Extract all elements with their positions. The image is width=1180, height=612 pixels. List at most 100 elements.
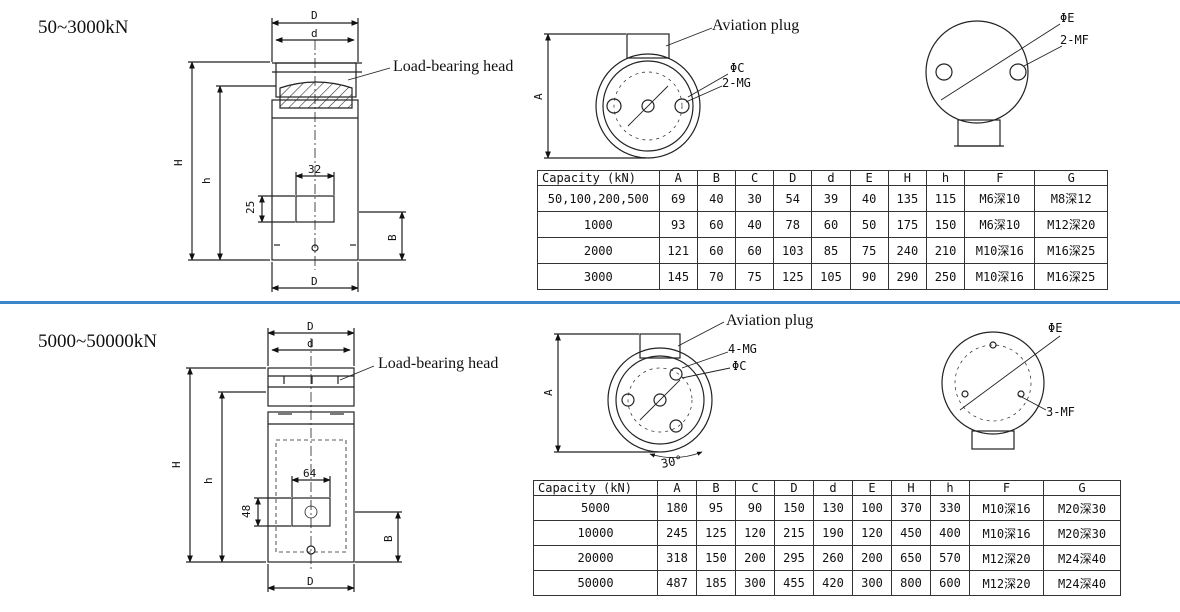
table-header-cell: h [930, 480, 970, 496]
table-cell: 800 [891, 570, 931, 596]
table-cell: M10深16 [964, 263, 1036, 290]
table-header-cell: D [774, 480, 814, 496]
label-mf-small: 2-MF [1060, 33, 1089, 47]
table-cell: 90 [849, 263, 889, 290]
table-header-cell: H [891, 480, 931, 496]
table-cell: M10深16 [969, 495, 1044, 521]
table-header-cell: B [696, 480, 736, 496]
table-cell: 103 [773, 237, 813, 264]
table-cell: 60 [696, 211, 737, 238]
table-header-cell: G [1034, 170, 1108, 186]
label-phi-c-small: ΦC [730, 61, 744, 75]
table-cell: M20深30 [1043, 520, 1121, 546]
dim-label-D-bottom: D [311, 275, 318, 288]
table-cell: 250 [925, 263, 966, 290]
dim-label-B: B [386, 234, 399, 241]
table-cell: 121 [658, 237, 698, 264]
table-cell: 370 [891, 495, 931, 521]
table-cell: 69 [658, 185, 698, 212]
table-cell: 200 [735, 545, 775, 571]
table-cell: 125 [773, 263, 813, 290]
table-cell: 420 [813, 570, 853, 596]
table-cell: M10深16 [964, 237, 1036, 264]
table-cell: 2000 [537, 237, 660, 264]
table-header-cell: E [849, 170, 889, 186]
table-cell: 125 [696, 520, 736, 546]
table-cell: 40 [696, 185, 737, 212]
label-aviation-plug-small: Aviation plug [712, 17, 799, 34]
table-cell: 50,100,200,500 [537, 185, 660, 212]
table-cell: 5000 [533, 495, 658, 521]
table-cell: 180 [657, 495, 697, 521]
table-header-cell: d [811, 170, 851, 186]
table-cell: 245 [657, 520, 697, 546]
label-phi-e-small: ΦE [1060, 11, 1074, 25]
table-header-cell: A [658, 170, 698, 186]
table-cell: 90 [735, 495, 775, 521]
table-cell: M16深25 [1034, 237, 1108, 264]
table-cell: 487 [657, 570, 697, 596]
plug-view-small [544, 27, 729, 159]
table-cell: 1000 [537, 211, 660, 238]
table-cell: 50 [849, 211, 889, 238]
table-cell: 300 [735, 570, 775, 596]
dim-label-d: d [311, 27, 318, 40]
table-cell: 40 [734, 211, 775, 238]
table-cell: 20000 [533, 545, 658, 571]
table-cell: M12深20 [969, 545, 1044, 571]
label-load-bearing-head-large: Load-bearing head [378, 355, 498, 372]
side-view-small [188, 18, 406, 292]
table-cell: M8深12 [1034, 185, 1108, 212]
table-cell: 75 [849, 237, 889, 264]
dim-label-25: 25 [244, 201, 257, 214]
table-cell: 10000 [533, 520, 658, 546]
table-cell: 115 [925, 185, 966, 212]
table-cell: 54 [773, 185, 813, 212]
label-mg-large: 4-MG [728, 342, 757, 356]
table-header-cell: Capacity (kN) [537, 170, 660, 186]
dim-label-48: 48 [240, 505, 253, 518]
label-load-bearing-head-small: Load-bearing head [393, 58, 513, 75]
table-cell: 175 [887, 211, 927, 238]
table-cell: 145 [658, 263, 698, 290]
table-cell: 120 [852, 520, 892, 546]
table-cell: 50000 [533, 570, 658, 596]
table-cell: 240 [887, 237, 927, 264]
dim-label-D-top-large: D [307, 320, 314, 333]
dim-label-B-large: B [382, 535, 395, 542]
table-cell: 300 [852, 570, 892, 596]
table-header-cell: C [735, 480, 775, 496]
dim-label-D-bottom-large: D [307, 575, 314, 588]
table-cell: 600 [930, 570, 970, 596]
dim-label-d-large: d [307, 337, 314, 350]
label-mf-large: 3-MF [1046, 405, 1075, 419]
table-cell: M20深30 [1043, 495, 1121, 521]
dim-label-A-small: A [532, 93, 545, 100]
table-cell: M12深20 [1034, 211, 1108, 238]
table-cell: 200 [852, 545, 892, 571]
table-cell: 60 [696, 237, 737, 264]
table-header-cell: E [852, 480, 892, 496]
table-cell: 215 [774, 520, 814, 546]
dim-label-H-large: H [170, 461, 183, 468]
table-header-cell: Capacity (kN) [533, 480, 658, 496]
table-cell: 330 [930, 495, 970, 521]
bottom-view-large [941, 331, 1061, 450]
table-cell: M24深40 [1043, 570, 1121, 596]
label-mg-small: 2-MG [722, 76, 751, 90]
dim-label-64: 64 [303, 467, 317, 480]
section-divider [0, 301, 1180, 304]
table-cell: 85 [811, 237, 851, 264]
table-cell: M10深16 [969, 520, 1044, 546]
plug-view-large [554, 321, 731, 458]
table-cell: 135 [887, 185, 927, 212]
dim-label-h-large: h [202, 477, 215, 484]
